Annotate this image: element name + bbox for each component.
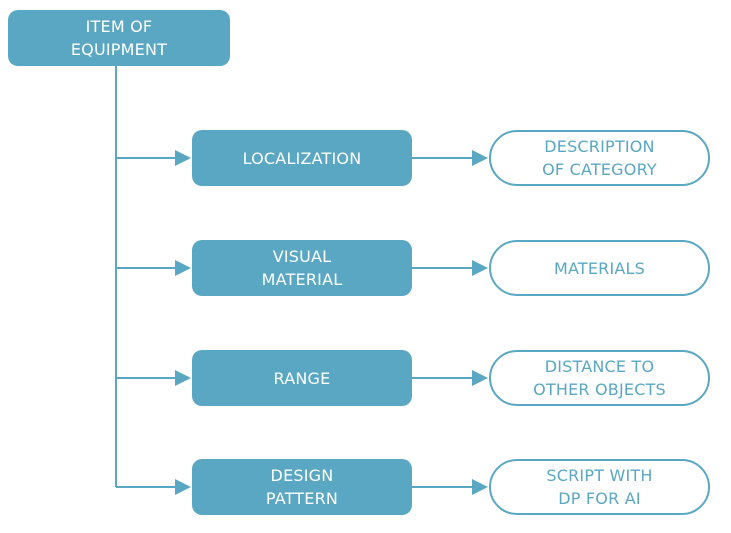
arrowhead	[472, 150, 488, 166]
arrowhead	[472, 370, 488, 386]
detail-node-description-of-category: DESCRIPTION OF CATEGORY	[489, 130, 710, 186]
detail-label: SCRIPT WITH DP FOR AI	[546, 466, 653, 508]
root-label: ITEM OF EQUIPMENT	[70, 17, 168, 59]
detail-node-script-with-dp-for-ai: SCRIPT WITH DP FOR AI	[489, 459, 710, 515]
root-node: ITEM OF EQUIPMENT	[8, 10, 230, 66]
category-label: DESIGN PATTERN	[265, 466, 339, 508]
category-label: LOCALIZATION	[242, 148, 362, 168]
category-node-design-pattern: DESIGN PATTERN	[192, 459, 412, 515]
detail-label: DISTANCE TO OTHER OBJECTS	[533, 357, 666, 399]
arrowhead	[472, 260, 488, 276]
arrowhead	[175, 479, 191, 495]
detail-label: DESCRIPTION OF CATEGORY	[542, 137, 657, 179]
category-label: RANGE	[273, 368, 331, 388]
detail-label: MATERIALS	[553, 258, 646, 278]
category-label: VISUAL MATERIAL	[261, 247, 343, 289]
arrowhead	[175, 370, 191, 386]
category-node-visual-material: VISUAL MATERIAL	[192, 240, 412, 296]
arrowhead	[175, 260, 191, 276]
category-node-localization: LOCALIZATION	[192, 130, 412, 186]
arrowhead	[472, 479, 488, 495]
arrowhead	[175, 150, 191, 166]
category-node-range: RANGE	[192, 350, 412, 406]
detail-node-distance-to-other-objects: DISTANCE TO OTHER OBJECTS	[489, 350, 710, 406]
detail-node-materials: MATERIALS	[489, 240, 710, 296]
